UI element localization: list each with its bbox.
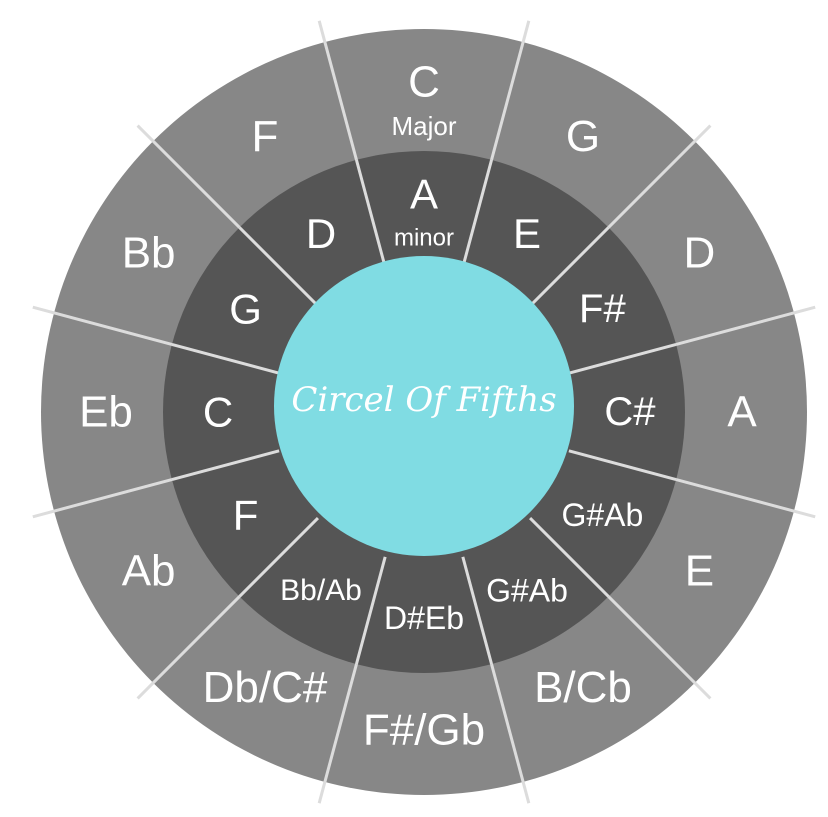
outer_ring-label: Ab <box>122 547 176 596</box>
outer-divider-line <box>317 663 358 804</box>
inner-divider-line <box>171 449 280 482</box>
inner_ring-label: C <box>203 389 233 436</box>
outer-divider-line <box>136 595 241 700</box>
inner_ring-label: D <box>306 210 336 257</box>
outer-divider-line <box>675 478 816 519</box>
inner_ring-label: F <box>233 492 259 539</box>
inner_ring-label: A <box>410 171 438 218</box>
outer_ring-label: C <box>408 58 440 107</box>
inner_ring-label: C# <box>604 390 656 434</box>
inner_ring-label: D#Eb <box>384 600 464 636</box>
inner-divider-line <box>529 226 610 307</box>
inner-divider-line <box>354 556 387 665</box>
outer_ring-sublabel: Major <box>391 111 456 141</box>
inner-divider-line <box>461 556 494 665</box>
inner-divider-line <box>568 342 677 375</box>
outer_ring-label: E <box>685 547 714 596</box>
outer-ring-dividers <box>32 20 816 804</box>
center-circle <box>274 256 574 556</box>
outer-divider-line <box>317 20 358 161</box>
outer-divider-line <box>32 478 173 519</box>
outer-divider-line <box>136 124 241 229</box>
inner-divider-line <box>238 517 319 598</box>
outer-divider-line <box>675 305 816 346</box>
outer-divider-line <box>490 20 531 161</box>
inner_ring-label: Bb/Ab <box>280 574 362 607</box>
outer_ring-label: A <box>727 388 757 437</box>
outer_ring-label: F <box>252 112 279 161</box>
inner_ring-label: F# <box>579 287 626 331</box>
outer_ring-label: B/Cb <box>534 663 632 712</box>
inner_ring-label: G#Ab <box>486 572 568 608</box>
inner-divider-line <box>238 226 319 307</box>
outer_ring-label: Eb <box>79 388 133 437</box>
inner_ring-sublabel: minor <box>394 225 454 252</box>
inner-ring-dividers <box>171 159 677 665</box>
inner_ring-label: G <box>229 286 262 333</box>
inner-divider-line <box>354 159 387 268</box>
outer-divider-line <box>32 305 173 346</box>
outer_ring-label: D <box>684 229 716 278</box>
outer-divider-line <box>607 124 712 229</box>
inner_ring-label: E <box>513 210 541 257</box>
inner-divider-line <box>461 159 494 268</box>
inner_ring-label: G#Ab <box>561 497 643 533</box>
center-title: Circel Of Fifths <box>291 380 556 420</box>
outer-divider-line <box>490 663 531 804</box>
outer_ring-label: F#/Gb <box>363 706 485 755</box>
outer_ring-label: Db/C# <box>203 663 328 712</box>
inner-divider-line <box>568 449 677 482</box>
outer_ring-label: Bb <box>122 229 176 278</box>
outer-divider-line <box>607 595 712 700</box>
outer_ring-label: G <box>566 112 600 161</box>
inner-divider-line <box>171 342 280 375</box>
inner-divider-line <box>529 517 610 598</box>
